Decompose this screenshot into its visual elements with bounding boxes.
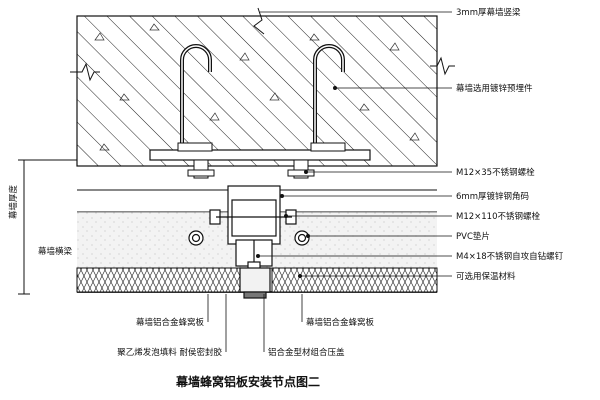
bolt-m12x110-label: M12×110不锈钢螺栓 (456, 211, 540, 222)
pvc-label: PVC垫片 (456, 231, 490, 242)
leaders-bottom (207, 294, 303, 352)
insulation-layer (76, 267, 243, 293)
embed-plate (149, 149, 371, 161)
angle-bracket (209, 185, 297, 267)
press-cover (239, 240, 271, 299)
drawing-title: 幕墙蜂窝铝板安装节点图二 (175, 374, 320, 389)
bolt-m12x35-label: M12×35不锈钢螺栓 (456, 167, 535, 178)
transom-label: 幕墙横梁 (38, 246, 73, 257)
insulation-label: 可选用保温材料 (456, 271, 516, 282)
foam-label: 聚乙烯发泡填料 耐侯密封胶 (117, 347, 222, 358)
angle-code-label: 6mm厚镀锌钢角码 (456, 191, 529, 202)
press-cover-label: 铝合金型材组合压盖 (268, 347, 345, 358)
mullion-label: 3mm厚幕墙竖梁 (456, 7, 521, 18)
screw-m4-label: M4×18不锈钢自攻自钻螺钉 (456, 251, 564, 262)
panel-right-label: 幕墙铝合金蜂窝板 (306, 317, 375, 328)
embed-label: 幕墙选用镀锌预埋件 (456, 83, 533, 94)
concrete-wall (70, 7, 455, 167)
panel-left-label: 幕墙铝合金蜂窝板 (136, 317, 205, 328)
wall-thickness-dimension (18, 159, 77, 295)
bolt-m12x35 (187, 159, 315, 179)
wall-thickness-label: 幕墙厚度 (8, 185, 19, 220)
bolt-heads (188, 230, 310, 246)
leaders-right (258, 11, 452, 277)
